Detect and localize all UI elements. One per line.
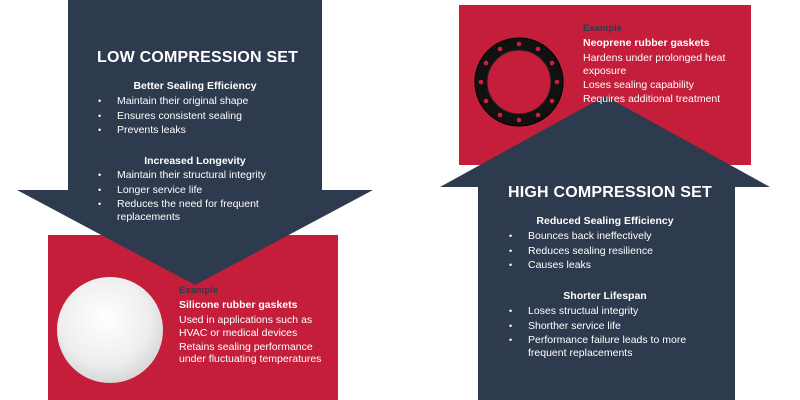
high-title: HIGH COMPRESSION SET bbox=[508, 184, 713, 201]
example-line: Loses sealing capability bbox=[583, 78, 694, 91]
high-section-2-list: Loses structual integrity Shorther servi… bbox=[508, 305, 723, 362]
list-item: Causes leaks bbox=[508, 259, 723, 272]
list-item: Loses structual integrity bbox=[508, 305, 723, 318]
low-example-desc: Used in applications such as HVAC or med… bbox=[179, 314, 329, 367]
high-example-desc: Hardens under prolonged heat exposure Lo… bbox=[583, 52, 743, 107]
low-section-2-list: Maintain their structural integrity Long… bbox=[97, 169, 307, 226]
high-section-2-heading: Shorter Lifespan bbox=[563, 290, 647, 302]
low-example-label: Example bbox=[179, 285, 219, 296]
silicone-gasket-icon bbox=[57, 277, 163, 383]
list-item: Maintain their original shape bbox=[97, 95, 307, 108]
list-item: Ensures consistent sealing bbox=[97, 110, 307, 123]
example-line: Retains sealing performance under fluctu… bbox=[179, 340, 322, 366]
list-item: Prevents leaks bbox=[97, 124, 307, 137]
high-section-1-heading: Reduced Sealing Efficiency bbox=[536, 215, 674, 227]
high-example-label: Example bbox=[583, 23, 623, 34]
list-item: Reduces sealing resilience bbox=[508, 245, 723, 258]
neoprene-gasket-icon bbox=[474, 37, 564, 127]
low-title: LOW COMPRESSION SET bbox=[97, 49, 299, 66]
low-section-1-list: Maintain their original shape Ensures co… bbox=[97, 95, 307, 139]
list-item: Maintain their structural integrity bbox=[97, 169, 307, 182]
high-section-1-list: Bounces back ineffectively Reduces seali… bbox=[508, 230, 723, 274]
list-item: Performance failure leads to more freque… bbox=[508, 334, 723, 360]
example-line: Hardens under prolonged heat exposure bbox=[583, 52, 726, 77]
list-item: Reduces the need for frequent replacemen… bbox=[97, 198, 307, 224]
example-line: Used in applications such as HVAC or med… bbox=[179, 314, 313, 339]
low-section-1-heading: Better Sealing Efficiency bbox=[133, 80, 257, 92]
list-item: Longer service life bbox=[97, 184, 307, 197]
list-item: Shorther service life bbox=[508, 320, 723, 333]
low-example-name: Silicone rubber gaskets bbox=[179, 299, 298, 311]
high-example-name: Neoprene rubber gaskets bbox=[583, 37, 710, 49]
list-item: Bounces back ineffectively bbox=[508, 230, 723, 243]
low-section-2-heading: Increased Longevity bbox=[144, 155, 246, 167]
example-line: Requires additional treatment bbox=[583, 92, 721, 105]
